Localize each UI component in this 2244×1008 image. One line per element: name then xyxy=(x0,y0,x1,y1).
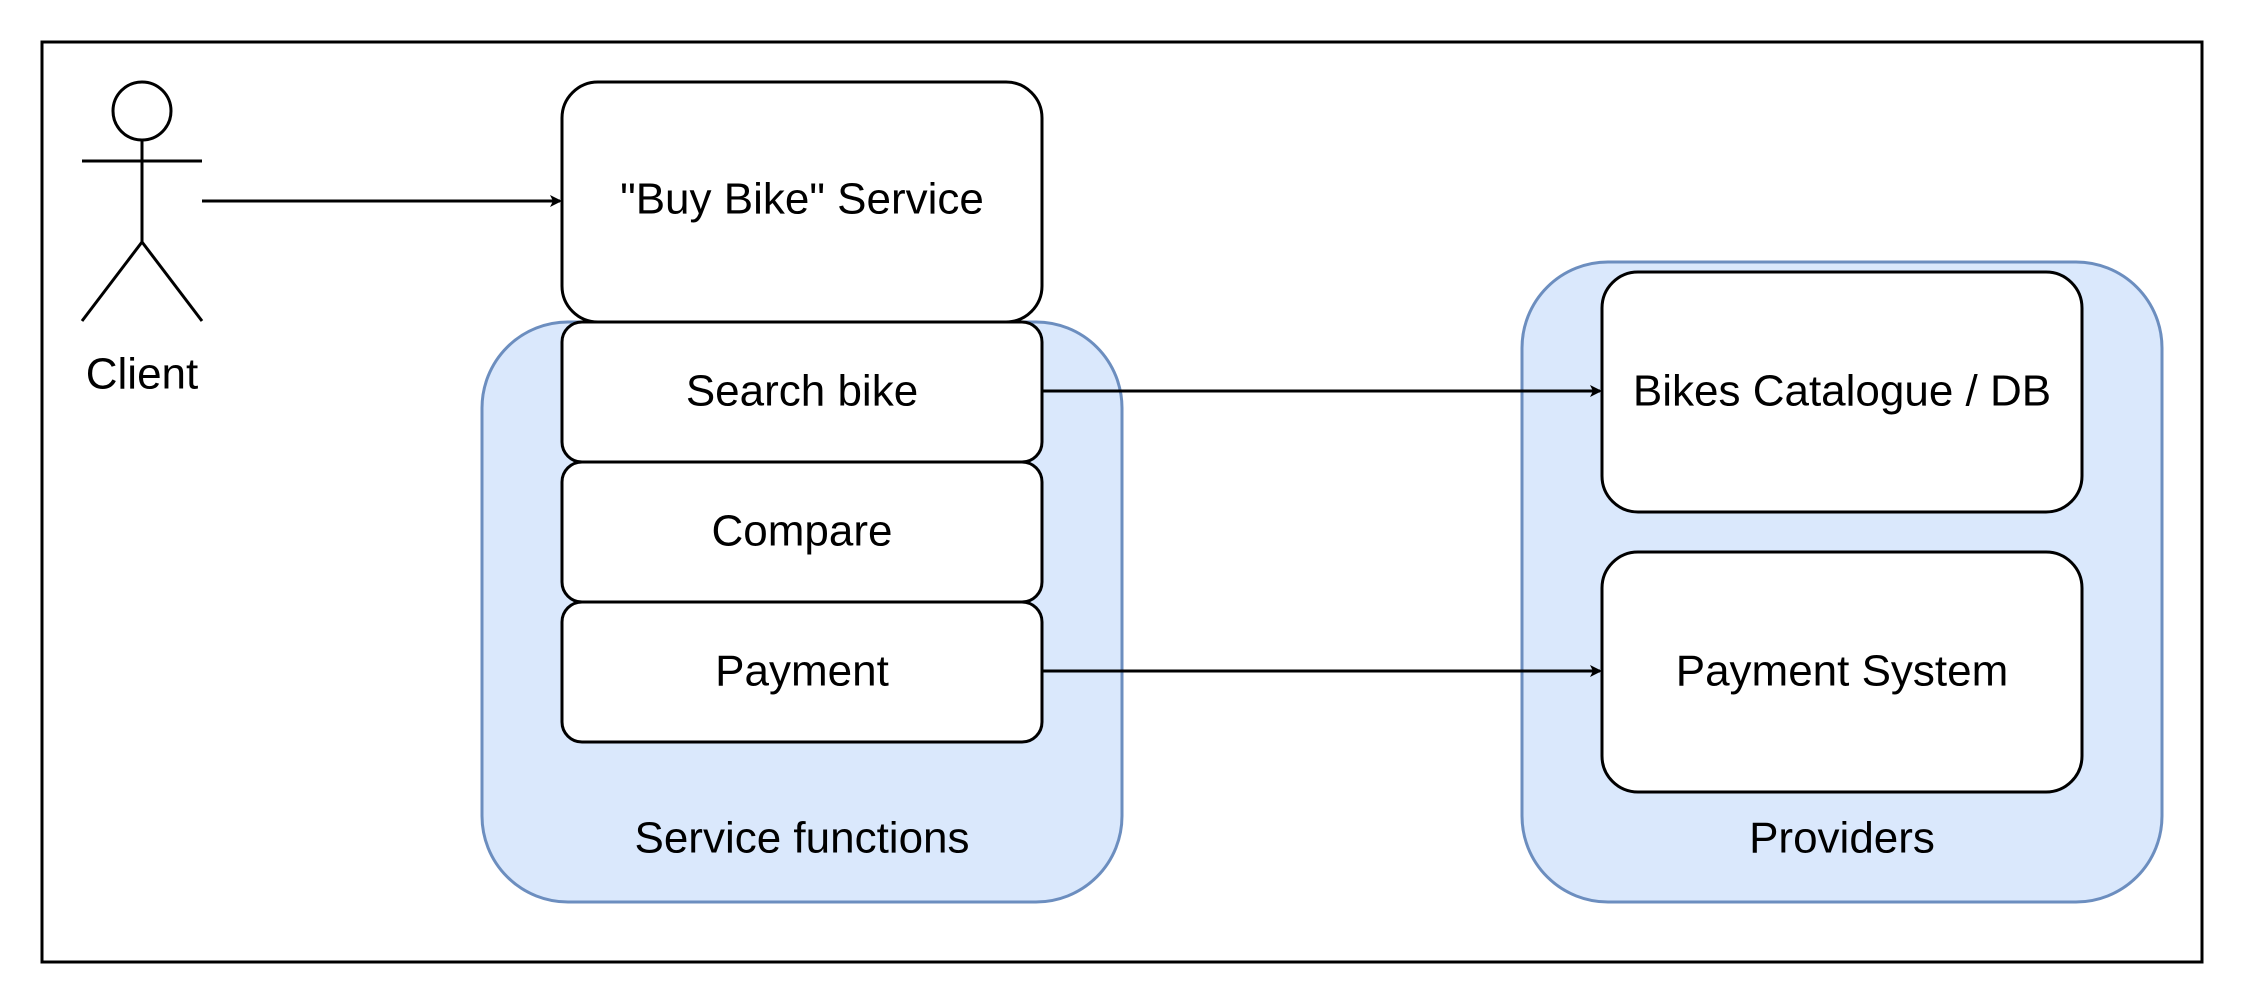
buy-bike-service-box[interactable]: "Buy Bike" Service xyxy=(560,80,1044,324)
search-bike-function[interactable]: Search bike xyxy=(560,320,1044,464)
search-bike-label: Search bike xyxy=(686,367,918,416)
payment-system-rect xyxy=(1600,550,2084,794)
actor-right-leg xyxy=(140,241,204,322)
payment-system-provider[interactable]: Payment System xyxy=(1600,550,2084,794)
actor-left-leg xyxy=(80,241,144,322)
client-label: Client xyxy=(86,350,199,399)
service-functions-label: Service functions xyxy=(634,814,969,863)
buy-bike-service-label: "Buy Bike" Service xyxy=(620,175,984,224)
payment-function[interactable]: Payment xyxy=(560,600,1044,744)
bikes-catalogue-label: Bikes Catalogue / DB xyxy=(1633,367,2051,416)
bikes-catalogue-rect xyxy=(1600,270,2084,514)
client-actor[interactable]: Client xyxy=(80,80,204,399)
compare-label: Compare xyxy=(712,507,893,556)
providers-label: Providers xyxy=(1749,814,1935,863)
payment-label: Payment xyxy=(715,647,889,696)
compare-function[interactable]: Compare xyxy=(560,460,1044,604)
payment-system-label: Payment System xyxy=(1676,647,2009,696)
bikes-catalogue-provider[interactable]: Bikes Catalogue / DB xyxy=(1600,270,2084,514)
actor-head xyxy=(111,80,173,142)
